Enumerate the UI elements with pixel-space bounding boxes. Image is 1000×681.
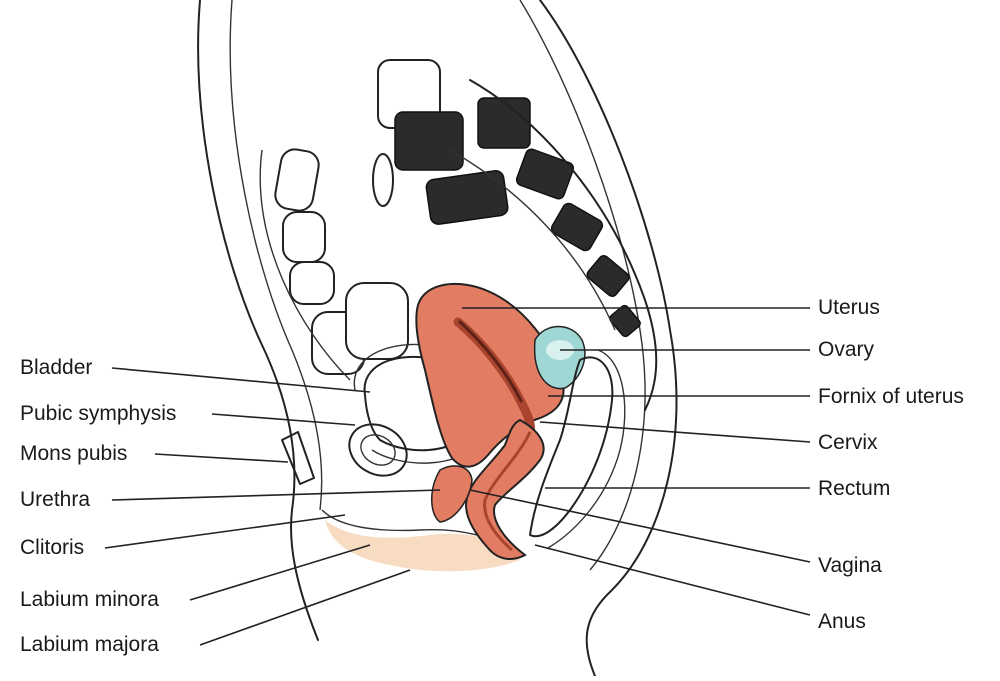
- rectum-wall: [547, 349, 626, 549]
- sacrum-segment: [550, 202, 604, 252]
- label-cervix: Cervix: [818, 431, 878, 454]
- cervix-leader: [539, 421, 811, 443]
- body-inner-outline: [229, 0, 646, 571]
- label-mons-pubis: Mons pubis: [20, 442, 128, 465]
- sacrum-inner: [449, 149, 616, 331]
- label-uterus: Uterus: [818, 296, 880, 319]
- vaginal-lumen: [483, 431, 532, 552]
- label-pubic-symphysis: Pubic symphysis: [20, 402, 177, 425]
- label-rectum: Rectum: [818, 477, 891, 500]
- label-ovary: Ovary: [818, 338, 875, 361]
- uterus-group: [415, 282, 565, 561]
- sacrum-outline: [469, 79, 658, 411]
- pubic-bone: [348, 423, 408, 477]
- label-fornix-of-uterus: Fornix of uterus: [818, 385, 964, 408]
- mons-pubis-marker: [281, 431, 315, 485]
- intestine-loop: [282, 211, 326, 263]
- intestine-loop: [345, 282, 409, 360]
- labium-minora-leader: [189, 544, 371, 601]
- labia-region: [325, 520, 520, 572]
- label-clitoris: Clitoris: [20, 536, 85, 559]
- clitoris-leader: [104, 514, 346, 549]
- label-vagina: Vagina: [818, 554, 882, 577]
- sacrum-segment: [609, 304, 641, 338]
- uterine-cavity-inner: [458, 320, 523, 403]
- urethra-tissue: [431, 465, 473, 523]
- label-labium-minora: Labium minora: [20, 588, 159, 611]
- sacrum-segment: [515, 148, 575, 200]
- leader-lines: [104, 307, 811, 646]
- intestine-loop: [289, 261, 335, 305]
- sacrum-segment: [586, 254, 630, 298]
- vertebra-body: [394, 111, 464, 171]
- vagina-leader: [469, 489, 811, 563]
- labium-majora-leader: [199, 569, 411, 646]
- vertebra-body: [425, 170, 509, 225]
- intestine-loop: [274, 148, 320, 212]
- urethra-leader: [111, 489, 441, 501]
- vagina-canal: [465, 418, 545, 561]
- label-anus: Anus: [818, 610, 866, 633]
- pubic-symphysis-leader: [211, 413, 356, 426]
- label-urethra: Urethra: [20, 488, 91, 511]
- mons-pubis-leader: [154, 453, 289, 463]
- vertebra-body: [477, 97, 531, 149]
- label-bladder: Bladder: [20, 356, 93, 379]
- peritoneum-line: [259, 149, 351, 381]
- spinal-foramen: [372, 153, 394, 207]
- label-labium-majora: Labium majora: [20, 633, 159, 656]
- bladder-leader: [111, 367, 371, 393]
- rectum-shape: [529, 356, 614, 538]
- body-outline: [197, 0, 678, 677]
- pubic-bone-inner: [360, 434, 396, 466]
- anus-leader: [534, 544, 811, 616]
- spine: [372, 59, 658, 411]
- intestines: [259, 148, 409, 381]
